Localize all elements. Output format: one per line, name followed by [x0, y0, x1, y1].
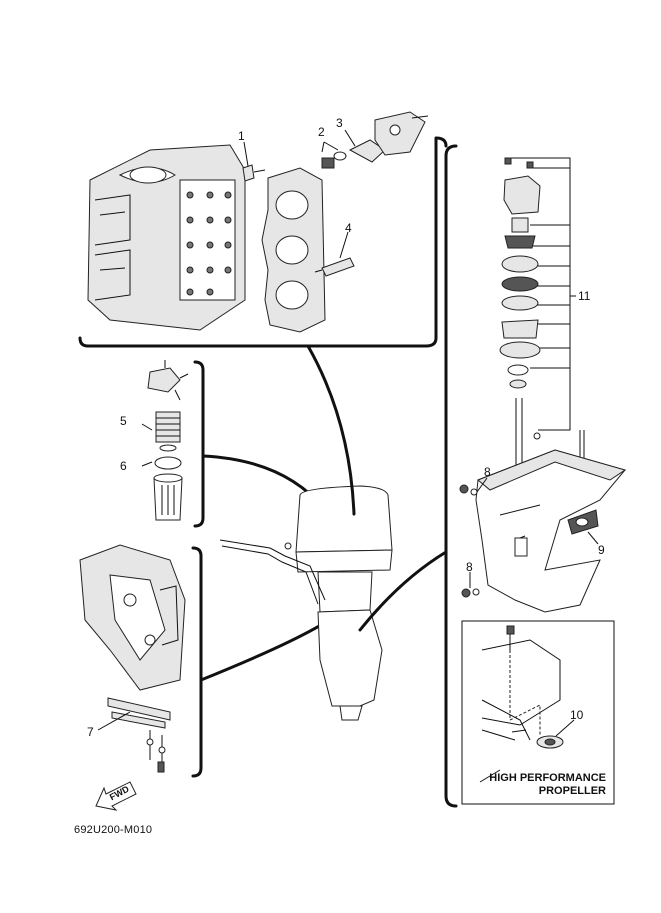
callout-6: 6: [120, 459, 127, 473]
callout-11: 11: [578, 289, 591, 303]
part-8-bolt-lower: [461, 572, 480, 598]
bracket-fuel-filter: [193, 360, 205, 528]
part-8-bolt-upper: [459, 477, 488, 496]
inset-box: [461, 620, 615, 805]
callout-5: 5: [120, 414, 127, 428]
callout-8-upper: 8: [484, 465, 491, 479]
swivel-bracket: [79, 544, 186, 691]
part-7-trim-rod: [107, 697, 171, 773]
callout-3: 3: [336, 116, 343, 130]
callout-8-lower: 8: [466, 560, 473, 574]
bracket-top-group: [78, 136, 448, 348]
callout-2: 2: [318, 125, 325, 139]
callout-9: 9: [598, 543, 605, 557]
bracket-lower-unit: [444, 144, 458, 808]
bracket-swivel: [191, 546, 203, 778]
callout-7: 7: [87, 725, 94, 739]
leader-swivel: [199, 616, 334, 682]
fwd-arrow-icon: [95, 781, 137, 811]
inset-lower-unit: [479, 625, 575, 783]
part-4-spark-plug: [314, 231, 355, 277]
leader-top-group: [306, 344, 356, 516]
callout-4: 4: [345, 221, 352, 235]
inset-caption-line1: HIGH PERFORMANCE: [489, 772, 606, 784]
callout-10: 10: [570, 708, 584, 722]
part-3-cover: [344, 111, 429, 163]
part-1-bracket: [242, 164, 255, 182]
engine-block: [87, 144, 246, 331]
cylinder-head: [261, 167, 326, 333]
part-2-thermostat: [321, 141, 347, 169]
inset-caption-line2: PROPELLER: [538, 785, 606, 797]
inset-caption: HIGH PERFORMANCE PROPELLER: [470, 772, 606, 798]
leader-lower-unit: [358, 550, 448, 632]
outboard-motor: [219, 485, 393, 721]
lower-unit-housing: [475, 449, 627, 613]
fuel-filter-assembly: [147, 360, 189, 521]
water-pump-kit: [499, 157, 585, 470]
callout-1: 1: [238, 129, 245, 143]
diagram-code: 692U200-M010: [74, 824, 153, 836]
part-9-anode: [567, 509, 599, 545]
